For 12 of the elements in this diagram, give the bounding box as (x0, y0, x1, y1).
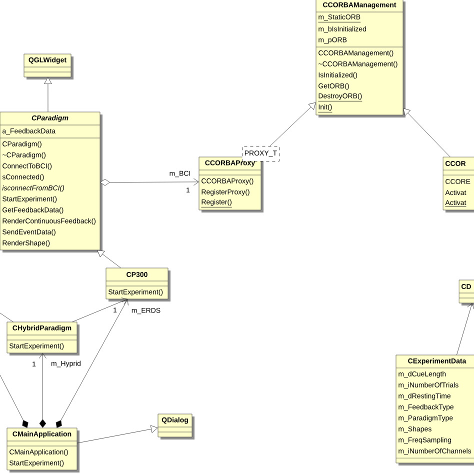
association-line (39, 353, 46, 428)
association-line (0, 374, 28, 428)
generalization-arrow (270, 102, 316, 146)
generalization-arrow (97, 250, 122, 268)
association-line (456, 303, 474, 356)
association-line (100, 178, 199, 186)
connector-line (0, 312, 14, 322)
generalization-arrow (76, 425, 158, 444)
generalization-arrow (403, 108, 450, 158)
generalization-arrow (44, 77, 52, 112)
association-line (72, 298, 128, 322)
association-line (56, 299, 128, 428)
